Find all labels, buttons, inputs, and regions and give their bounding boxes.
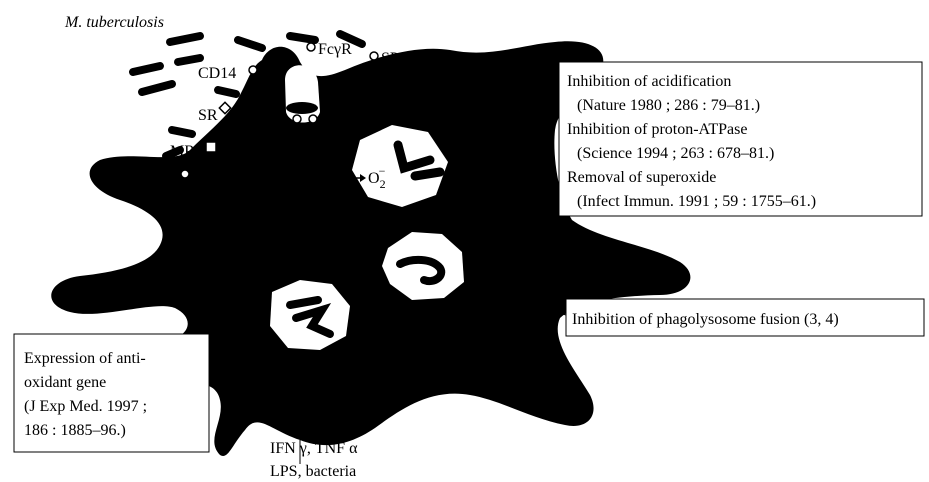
receptor-label-mr: MR: [170, 143, 195, 160]
annotation-line: (Infect Immun. 1991 ; 59 : 1755–61.): [577, 193, 816, 210]
receptor-label-cd14: CD14: [198, 65, 236, 82]
superoxide-subscript: 2: [380, 177, 386, 191]
bacterium: [286, 102, 318, 114]
receptor-label-sr: SR: [198, 107, 218, 124]
annotation-line: (J Exp Med. 1997 ;: [24, 398, 147, 415]
annotation-line: Inhibition of proton-ATPase: [567, 121, 747, 138]
annotation-line: (Science 1994 ; 263 : 678–81.): [577, 145, 774, 162]
receptor-label-cr: CR: [152, 183, 174, 200]
annotation-line: (Nature 1980 ; 286 : 79–81.): [577, 97, 760, 114]
annotation-line: Expression of anti-: [24, 350, 146, 367]
stimuli-label-cytokines: IFN γ, TNF α: [270, 440, 358, 457]
stimuli-label-ligands: LPS, bacteria: [270, 463, 356, 480]
annotation-line: Inhibition of phagolysosome fusion (3, 4…: [572, 311, 839, 328]
annotation-line: oxidant gene: [24, 374, 106, 391]
bacterium: [415, 172, 440, 176]
annotation-line: Removal of superoxide: [567, 169, 716, 186]
bacterium: [290, 300, 318, 305]
annotation-line: Inhibition of acidification: [567, 73, 731, 90]
receptor-label-fcgr: FcγR: [318, 41, 352, 58]
annotation-line: 186 : 1885–96.): [24, 422, 126, 439]
receptor-label-sp-ar: SP-AR: [381, 50, 427, 67]
superoxide-superscript: −: [379, 164, 386, 178]
organism-label: M. tuberculosis: [64, 14, 164, 31]
